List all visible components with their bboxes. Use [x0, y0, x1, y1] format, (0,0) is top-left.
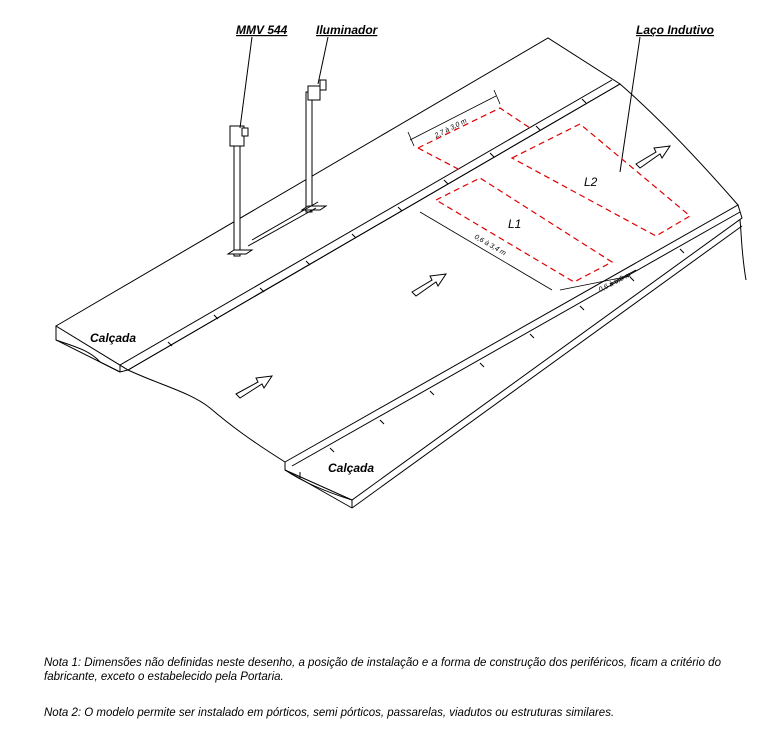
left-sidewalk — [55, 37, 621, 373]
illuminator-leader — [317, 36, 329, 85]
dimension-lines — [407, 89, 637, 291]
loop-leader — [619, 36, 641, 173]
connection-cable-2 — [251, 201, 319, 241]
note-1-text: Dimensões não definidas neste desenho, a… — [44, 657, 721, 683]
right-sidewalk — [284, 204, 743, 509]
illuminator-label: Iluminador — [316, 23, 379, 37]
loop-l1-label: L1 — [508, 217, 521, 231]
loop-l2-label: L2 — [584, 175, 598, 189]
direction-arrow — [235, 145, 672, 399]
note-1-label: Nota 1: — [44, 657, 82, 669]
mmv-pole — [226, 125, 254, 257]
loop-l1 — [434, 177, 614, 283]
device-label: MMV 544 — [236, 23, 288, 37]
note-2-text: O modelo permite ser instalado em pórtic… — [84, 707, 615, 719]
sidewalk-left-label: Calçada — [90, 331, 136, 345]
loop-approach — [417, 107, 531, 171]
loop-label: Laço Indutivo — [636, 23, 714, 37]
note-2-label: Nota 2: — [44, 707, 82, 719]
loop-l2 — [510, 123, 692, 237]
sidewalk-right-label: Calçada — [328, 461, 374, 475]
note-1: Nota 1: Dimensões não definidas neste de… — [44, 656, 764, 684]
note-2: Nota 2: O modelo permite ser instalado e… — [44, 706, 764, 720]
illuminator-pole — [300, 79, 328, 213]
connection-cable — [247, 207, 317, 247]
installation-diagram: MMV 544 Iluminador Laço Indutivo L1 L2 C… — [55, 23, 747, 509]
device-leader — [239, 36, 253, 129]
